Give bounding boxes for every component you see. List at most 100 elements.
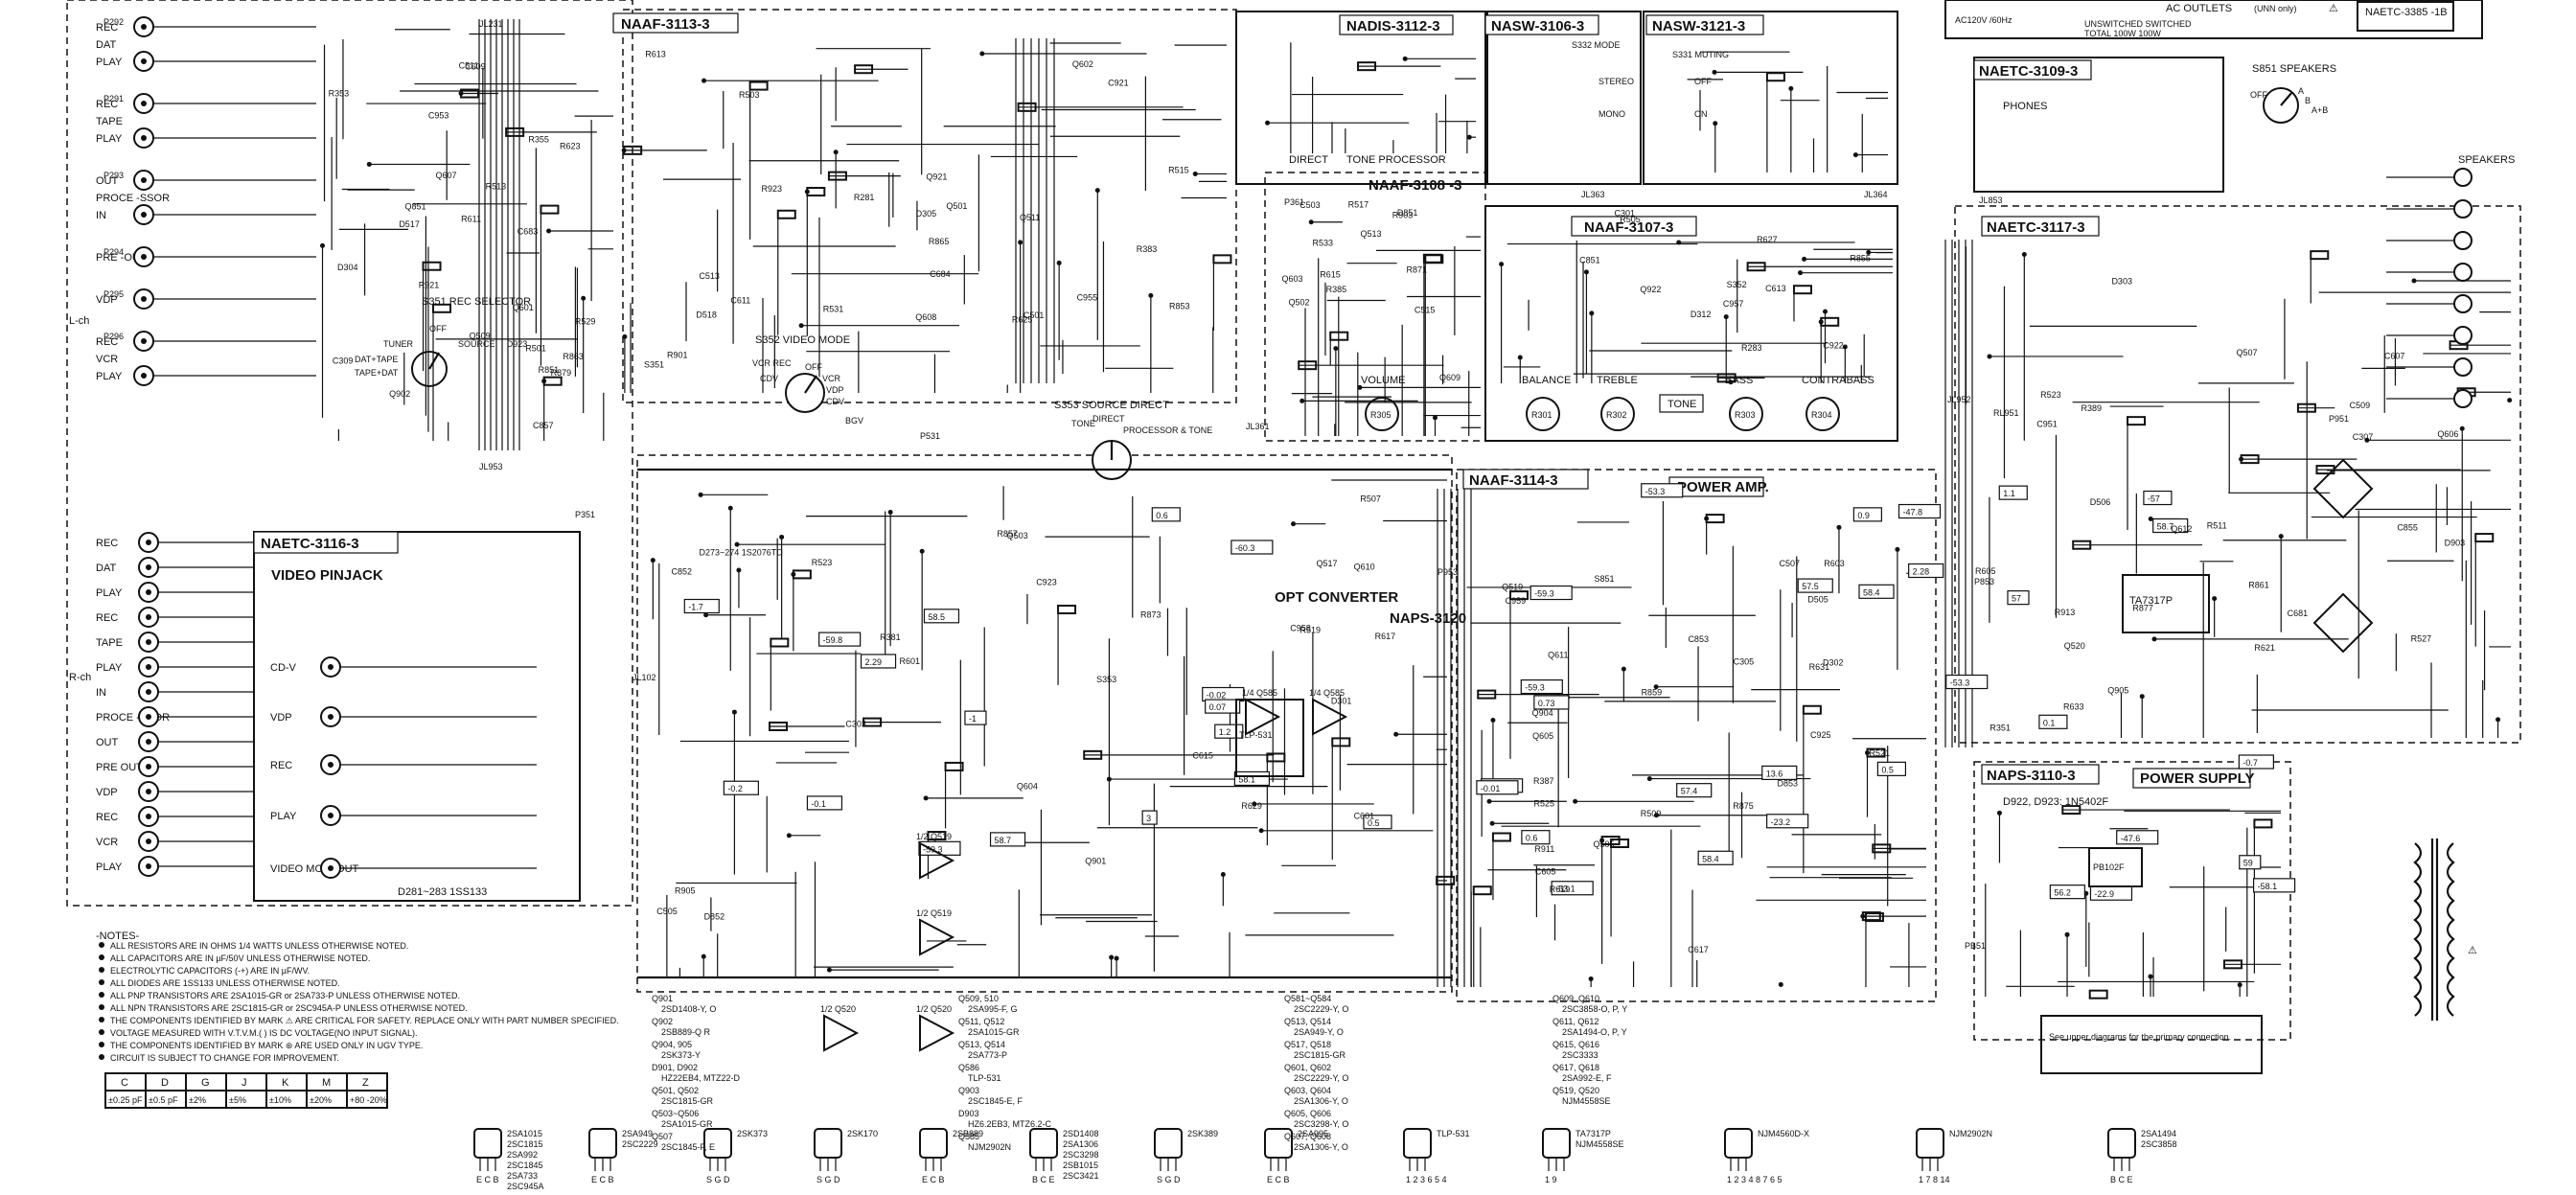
parts-list-ref: Q902 bbox=[652, 1017, 673, 1026]
label-ac-rating: AC120V /60Hz bbox=[1955, 15, 2012, 25]
naetc-3117-outline bbox=[1954, 205, 2521, 744]
package-part: 2SC3421 bbox=[1063, 1171, 1099, 1181]
voltage-tag: 58.1 bbox=[1238, 774, 1255, 784]
s851-pos-3: A+B bbox=[2312, 105, 2328, 115]
jack-label: OUT bbox=[96, 175, 119, 187]
jack-label: PLAY bbox=[96, 587, 123, 599]
jack-label: VDP bbox=[96, 294, 118, 306]
video-jack-pin bbox=[328, 714, 334, 720]
note-line: CIRCUIT IS SUBJECT TO CHANGE FOR IMPROVE… bbox=[110, 1053, 339, 1063]
jack-label: IN bbox=[96, 687, 106, 699]
opamp-label: 1/4 Q585 bbox=[1309, 688, 1345, 698]
package-pins: 1 7 8 14 bbox=[1919, 1175, 1950, 1184]
tol-header: D bbox=[161, 1077, 169, 1089]
label-diode-note: D281~283 1SS133 bbox=[398, 886, 487, 898]
package-pins: S G D bbox=[706, 1175, 730, 1184]
rotary-switches bbox=[411, 87, 2299, 480]
part-ref: D517 bbox=[399, 219, 420, 229]
parts-list-ref: Q513, Q514 bbox=[1284, 1017, 1331, 1026]
s332-pos-1: MONO bbox=[1598, 109, 1625, 119]
package-part: 2SC1845 bbox=[507, 1161, 543, 1170]
part-ref: R281 bbox=[854, 193, 875, 202]
package-part: NJM4560D-X bbox=[1758, 1129, 1809, 1138]
parts-list-type: 2SC1845-E, F bbox=[968, 1096, 1024, 1106]
part-ref: Q612 bbox=[2171, 524, 2192, 534]
part-ref: C921 bbox=[1108, 78, 1129, 87]
connector-label: JL853 bbox=[1979, 195, 2003, 205]
input-jack-pin bbox=[141, 24, 147, 30]
speaker-terminal bbox=[2453, 231, 2472, 250]
package-part: 2SK170 bbox=[847, 1129, 878, 1138]
package-pins: E C B bbox=[1267, 1175, 1290, 1184]
note-line: THE COMPONENTS IDENTIFIED BY MARK ⊛ ARE … bbox=[110, 1041, 423, 1050]
section-labels: VIDEO PINJACK POWER AMP. POWER SUPPLY OP… bbox=[69, 3, 2515, 1042]
note-line: ALL DIODES ARE 1SS133 UNLESS OTHERWISE N… bbox=[110, 978, 340, 988]
part-ref: Q611 bbox=[1548, 650, 1568, 659]
s331-pos-1: ON bbox=[1694, 109, 1708, 119]
connector-label: JL361 bbox=[1246, 422, 1270, 431]
voltage-tag: 0.9 bbox=[1857, 511, 1870, 520]
part-ref: C507 bbox=[1780, 559, 1801, 568]
package-part: 2SC3858 bbox=[2141, 1139, 2177, 1149]
part-ref: C511 bbox=[459, 60, 479, 70]
control-volume-label: VOLUME bbox=[1361, 375, 1405, 386]
video-jack-label: VIDEO MON. OUT bbox=[270, 863, 359, 875]
parts-list-ref: D901, D902 bbox=[652, 1063, 698, 1072]
part-ref: R611 bbox=[461, 215, 481, 224]
switch-labels: S351 REC SELECTOR TUNER DAT+TAPE TAPE+DA… bbox=[355, 40, 2336, 435]
part-ref: R877 bbox=[2132, 603, 2153, 612]
input-jack-pin bbox=[146, 589, 151, 595]
package-part: TA7317P bbox=[1576, 1129, 1611, 1138]
part-ref: R283 bbox=[1741, 343, 1762, 353]
input-panel-outline bbox=[66, 0, 633, 907]
part-ref: C513 bbox=[699, 271, 720, 281]
part-ref: C853 bbox=[1688, 634, 1709, 644]
voltage-tag: 57.4 bbox=[1681, 787, 1698, 796]
naetc-3109-outline bbox=[1973, 57, 2224, 193]
part-ref: C305 bbox=[1734, 657, 1755, 667]
opamp-label: 1/2 Q520 bbox=[820, 1004, 856, 1014]
voltage-tag: -0.1 bbox=[811, 799, 826, 809]
part-ref: R873 bbox=[1140, 610, 1162, 620]
jack-label: IN bbox=[96, 210, 106, 221]
tol-value: ±2% bbox=[189, 1095, 206, 1105]
voltage-tag: -0.01 bbox=[1481, 784, 1501, 793]
s851-pos-0: OFF bbox=[2250, 90, 2267, 100]
s352-title: S352 VIDEO MODE bbox=[755, 334, 850, 346]
control-contrabass-label: CONTRABASS bbox=[1802, 375, 1874, 386]
nasw-3121-outline bbox=[1643, 11, 1898, 185]
tol-value: ±10% bbox=[269, 1095, 291, 1105]
jack-ref: P295 bbox=[104, 289, 124, 299]
part-ref: D518 bbox=[696, 310, 717, 319]
part-ref: R519 bbox=[1300, 625, 1322, 634]
bridge-rectifier bbox=[2312, 458, 2374, 654]
note-line: ALL CAPACITORS ARE IN µF/50V UNLESS OTHE… bbox=[110, 954, 370, 963]
module-title-nadis-3112: NADIS-3112-3 bbox=[1346, 18, 1440, 34]
voltage-tag: -22.9 bbox=[2094, 889, 2114, 899]
voltage-tag: 58.7 bbox=[2157, 522, 2174, 532]
package-pins: B C E bbox=[1032, 1175, 1055, 1184]
parts-list-type: 2SC3858-O, P, Y bbox=[1562, 1004, 1627, 1014]
part-ref: Q851 bbox=[405, 202, 426, 212]
module-title-naaf-3114: NAAF-3114-3 bbox=[1469, 472, 1558, 489]
voltage-tag: 0.6 bbox=[1156, 511, 1168, 520]
input-jack-pin bbox=[146, 839, 151, 844]
note-line: VOLTAGE MEASURED WITH V.T.V.M.( ) IS DC … bbox=[110, 1028, 418, 1038]
s352-pos-4: CDV bbox=[826, 397, 844, 406]
note-line: THE COMPONENTS IDENTIFIED BY MARK ⚠ ARE … bbox=[110, 1016, 619, 1025]
part-ref: R615 bbox=[1320, 270, 1341, 280]
part-ref: Q520 bbox=[2064, 641, 2085, 651]
module-title-naaf-3113: NAAF-3113-3 bbox=[621, 16, 710, 33]
control-ref: R302 bbox=[1606, 410, 1627, 420]
part-ref: R529 bbox=[575, 316, 596, 326]
part-ref: R511 bbox=[2207, 520, 2227, 530]
label-power-amp: POWER AMP. bbox=[1677, 479, 1769, 495]
package-part: 2SA1306 bbox=[1063, 1139, 1098, 1149]
input-jack-pin bbox=[141, 135, 147, 141]
part-ref: C684 bbox=[930, 269, 951, 279]
part-ref: R623 bbox=[560, 142, 581, 151]
s351-pos-2: TAPE+DAT bbox=[355, 368, 399, 378]
voltage-tag: -59.3 bbox=[1534, 589, 1554, 599]
